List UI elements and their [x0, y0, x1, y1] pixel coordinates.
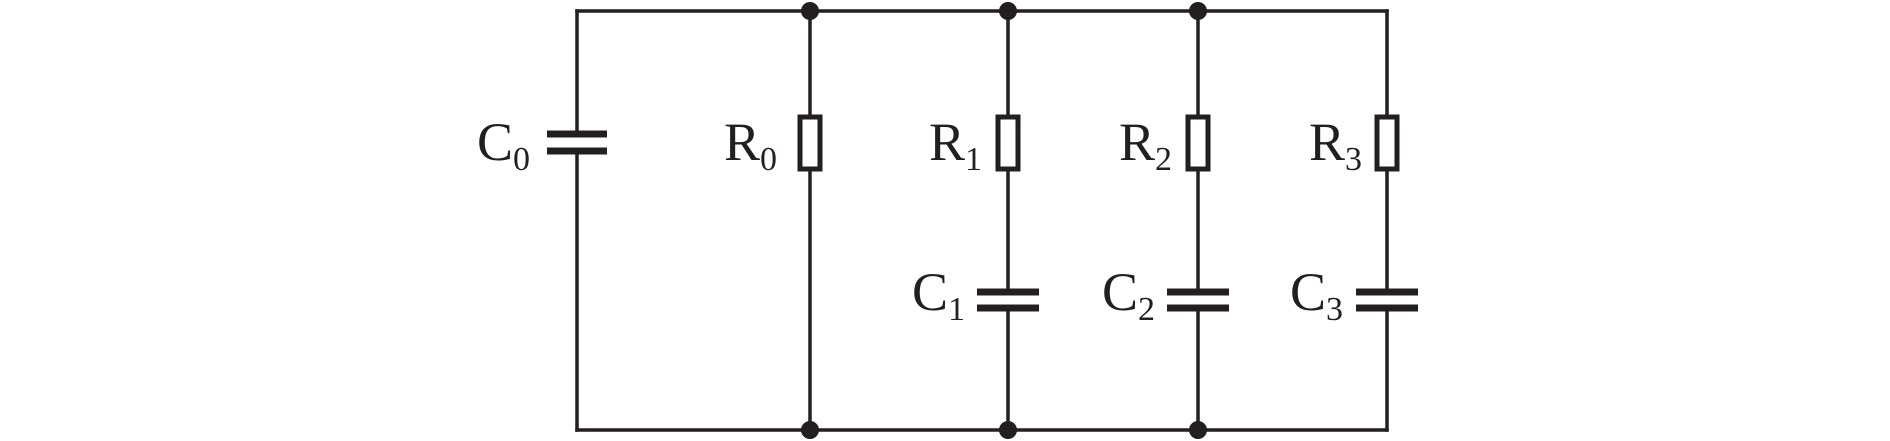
- junction-node-top-3: [1189, 2, 1207, 20]
- r3-label: R3: [1309, 112, 1362, 178]
- r2-resistor: [1185, 114, 1211, 172]
- junction-node-top-1: [801, 2, 819, 20]
- junction-node-bottom-1: [801, 421, 819, 439]
- r2-label: R2: [1119, 112, 1172, 178]
- junction-node-bottom-3: [1189, 421, 1207, 439]
- branch-r0: R0: [724, 9, 823, 432]
- branch-r3-c3: R3 C3: [1290, 9, 1418, 432]
- c1-label: C1: [912, 262, 965, 328]
- r1-label: R1: [929, 112, 982, 178]
- r0-resistor: [797, 114, 823, 172]
- c0-label: C0: [477, 112, 530, 178]
- r1-resistor: [995, 114, 1021, 172]
- r3-resistor: [1374, 114, 1400, 172]
- c2-label: C2: [1102, 262, 1155, 328]
- junction-node-top-2: [999, 2, 1017, 20]
- branch-r2-c2: R2 C2: [1102, 9, 1229, 432]
- junction-nodes: [801, 2, 1207, 439]
- branch-r1-c1: R1 C1: [912, 9, 1039, 432]
- r0-label: R0: [724, 112, 777, 178]
- c3-label: C3: [1290, 262, 1343, 328]
- branch-c0: C0: [477, 9, 607, 432]
- junction-node-bottom-2: [999, 421, 1017, 439]
- frame-wires: [575, 9, 1389, 432]
